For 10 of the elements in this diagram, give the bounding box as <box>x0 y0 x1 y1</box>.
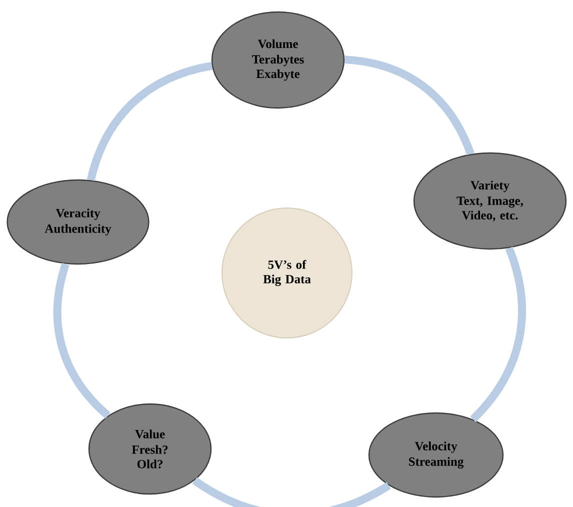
oval-node: Value Fresh? Old? <box>88 403 212 495</box>
oval-node: Volume Terabytes Exabyte <box>211 11 345 109</box>
oval-node: Veracity Authenticity <box>6 179 150 265</box>
oval-node: Velocity Streaming <box>368 412 504 498</box>
ring-arc <box>344 56 474 156</box>
ring-arc <box>192 477 391 507</box>
ring-arc <box>86 62 213 182</box>
ring-arc <box>470 246 526 422</box>
oval-node: Variety Text, Image, Video, etc. <box>413 152 567 250</box>
ring-arc <box>53 262 111 419</box>
